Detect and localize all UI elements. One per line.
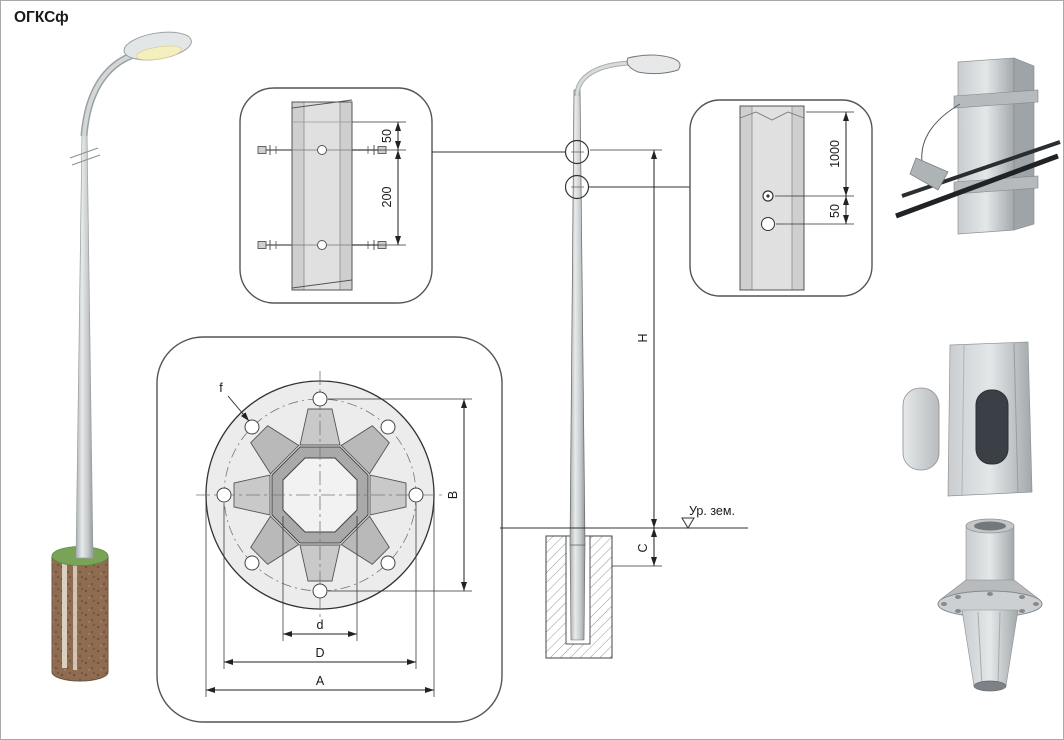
door-3d-render — [902, 341, 1033, 497]
flange-bolt-holes — [941, 592, 1039, 616]
bracket-detail: 1000 50 — [689, 99, 873, 297]
ground-level-mark — [681, 517, 695, 529]
lamp-arm-highlight — [575, 61, 633, 97]
lamp-head — [123, 31, 192, 61]
bolt-holes — [216, 391, 424, 599]
dim-label-D: D — [315, 646, 324, 660]
break-mark — [69, 147, 101, 166]
elevation-view: Ур. зем. H C — [432, 54, 748, 659]
dim-label-200: 200 — [380, 187, 394, 208]
base-tube — [965, 525, 1015, 587]
anchor-rod — [895, 153, 1059, 219]
dim-label-A: A — [316, 674, 325, 688]
lamp-head-elevation — [626, 54, 681, 75]
column-side — [1013, 57, 1035, 231]
break-line — [291, 279, 353, 289]
dim-label-1000: 1000 — [828, 140, 842, 168]
wedge-clamp — [909, 157, 949, 191]
door-opening — [975, 389, 1009, 465]
octagon-hole — [282, 457, 358, 533]
shoe-bottom — [973, 680, 1007, 692]
foundation-cylinder — [51, 555, 109, 682]
hole — [317, 145, 327, 155]
wire — [921, 103, 961, 163]
band-clamp — [953, 175, 1039, 195]
door-cover — [902, 387, 940, 471]
callout-circle-bracket — [564, 174, 590, 200]
column-facet — [304, 102, 340, 290]
dim-label-B: B — [446, 491, 460, 499]
column-front — [957, 57, 1015, 235]
hole — [317, 240, 327, 250]
callout-circle-joint — [564, 139, 590, 165]
hole-center-dot — [766, 194, 770, 198]
dim-label-C: C — [636, 543, 650, 552]
dim-label-50: 50 — [828, 204, 842, 218]
drawing-title: ОГКСф — [14, 9, 69, 26]
pole-embedded — [569, 544, 586, 641]
dim-label-50: 50 — [380, 129, 394, 143]
anchor-rod — [901, 140, 1061, 198]
base-shoe-3d-render — [937, 518, 1043, 692]
hole — [761, 217, 775, 231]
conduit — [62, 560, 67, 668]
ground-label: Ур. зем. — [689, 504, 735, 518]
dim-label-d: d — [317, 618, 324, 632]
break-line — [291, 99, 353, 109]
flange-detail: f B d D A — [156, 336, 503, 723]
break-line — [739, 111, 805, 121]
conduit — [73, 560, 77, 670]
dim-label-H: H — [636, 333, 650, 342]
pole-3d-render — [51, 31, 192, 682]
leader-f — [227, 395, 250, 422]
band-clamp — [953, 89, 1039, 109]
clamp-3d-render — [895, 57, 1061, 235]
joint-detail: 50 200 — [239, 87, 433, 304]
tube-opening — [974, 521, 1006, 531]
dim-label-f: f — [219, 381, 223, 395]
